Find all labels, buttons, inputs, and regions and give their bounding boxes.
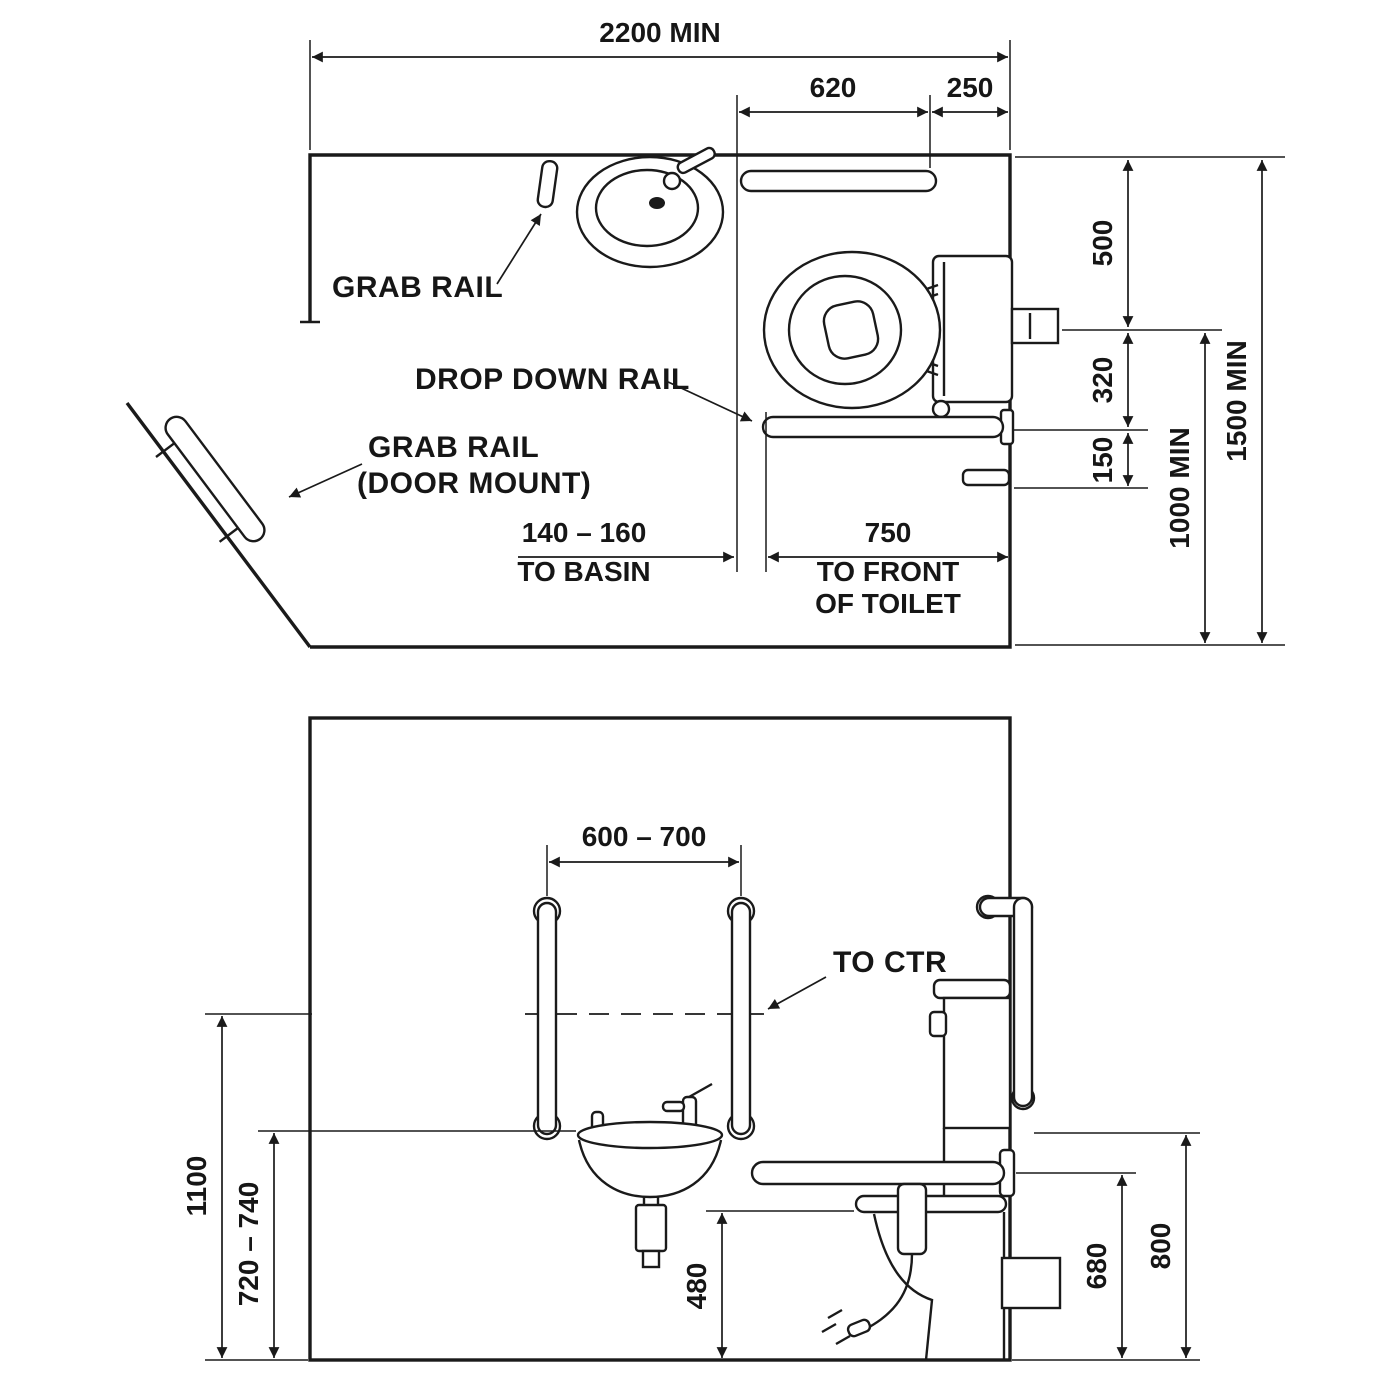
basin-trap	[634, 1197, 668, 1269]
dim-600-700-label: 600 – 700	[582, 821, 707, 852]
elevation-dimensions: 600 – 700 TO CTR 1100 720 – 740 480 680	[181, 821, 1200, 1361]
plan-view: 2200 MIN 620 250 500 320 150 1000 MIN 15…	[125, 17, 1285, 649]
dim-1000-label: 1000 MIN	[1164, 427, 1195, 548]
dim-480-label: 480	[681, 1263, 712, 1310]
dim-150-label: 150	[1087, 437, 1118, 484]
grab-rail-leader	[496, 213, 542, 285]
to-ctr-leader	[767, 976, 827, 1010]
door-rail-leader	[288, 463, 363, 498]
cistern-elevation	[942, 996, 1012, 1130]
dim-800-label: 800	[1145, 1223, 1176, 1270]
flush-lever	[928, 1010, 948, 1038]
dim-750-caption-1: TO FRONT	[817, 556, 960, 587]
toilet-elevation	[854, 978, 1062, 1361]
basin-tap-elevation	[661, 1082, 713, 1133]
dim-320-label: 320	[1087, 357, 1118, 404]
toilet-seat	[854, 1194, 1008, 1214]
door-leaf	[125, 401, 312, 649]
plan-dimensions: 2200 MIN 620 250 500 320 150 1000 MIN 15…	[309, 17, 1285, 646]
dim-720-740-label: 720 – 740	[233, 1182, 264, 1307]
drop-down-rail-label: DROP DOWN RAIL	[415, 363, 690, 396]
elevation-view: 600 – 700 TO CTR 1100 720 – 740 480 680	[181, 716, 1200, 1362]
vertical-grab-rail-right	[726, 896, 756, 1141]
door-rail-label-2: (DOOR MOUNT)	[357, 467, 591, 500]
spray-hose	[821, 1182, 928, 1346]
flush-plate-plan	[1010, 307, 1060, 345]
basin-elevation	[576, 1082, 724, 1269]
door-grab-rail	[155, 415, 266, 543]
dim-750-caption-2: OF TOILET	[815, 588, 961, 619]
to-ctr-label: TO CTR	[833, 946, 947, 979]
wall-grab-rail-elevation	[975, 894, 1036, 1111]
roll-holder-plan	[961, 468, 1011, 487]
dim-250-label: 250	[947, 72, 994, 103]
rear-wall-grab-rail-plan	[739, 169, 938, 193]
pan-profile	[872, 1213, 934, 1361]
dim-to-basin-caption: TO BASIN	[517, 556, 650, 587]
dim-1500-label: 1500 MIN	[1221, 340, 1252, 461]
drop-down-rail-leader	[665, 380, 753, 422]
dim-1100-label: 1100	[181, 1156, 212, 1217]
drop-down-rail-elevation	[750, 1148, 1016, 1198]
flush-pipe	[1000, 1256, 1062, 1310]
plan-callouts: GRAB RAIL DROP DOWN RAIL GRAB RAIL (DOOR…	[288, 213, 753, 500]
basin-drain	[649, 197, 665, 209]
dim-2200-label: 2200 MIN	[599, 17, 720, 48]
dim-to-basin-value: 140 – 160	[522, 517, 647, 548]
grab-rail-label: GRAB RAIL	[332, 271, 503, 304]
dim-500-label: 500	[1087, 220, 1118, 267]
basin-tap	[662, 146, 716, 191]
cistern-lid	[932, 978, 1012, 1000]
water-inlet-plan	[931, 399, 951, 419]
dim-680-label: 680	[1081, 1243, 1112, 1290]
toilet-plan	[762, 250, 1060, 425]
dim-620-label: 620	[810, 72, 857, 103]
basin-plan	[575, 146, 725, 269]
door-rail-label-1: GRAB RAIL	[368, 431, 539, 464]
vertical-grab-rail-left	[532, 896, 562, 1141]
room-outline	[308, 153, 1012, 649]
drop-down-rail-plan	[761, 408, 1015, 446]
wall-grab-rail-plan	[536, 159, 559, 209]
dim-750-value: 750	[865, 517, 912, 548]
